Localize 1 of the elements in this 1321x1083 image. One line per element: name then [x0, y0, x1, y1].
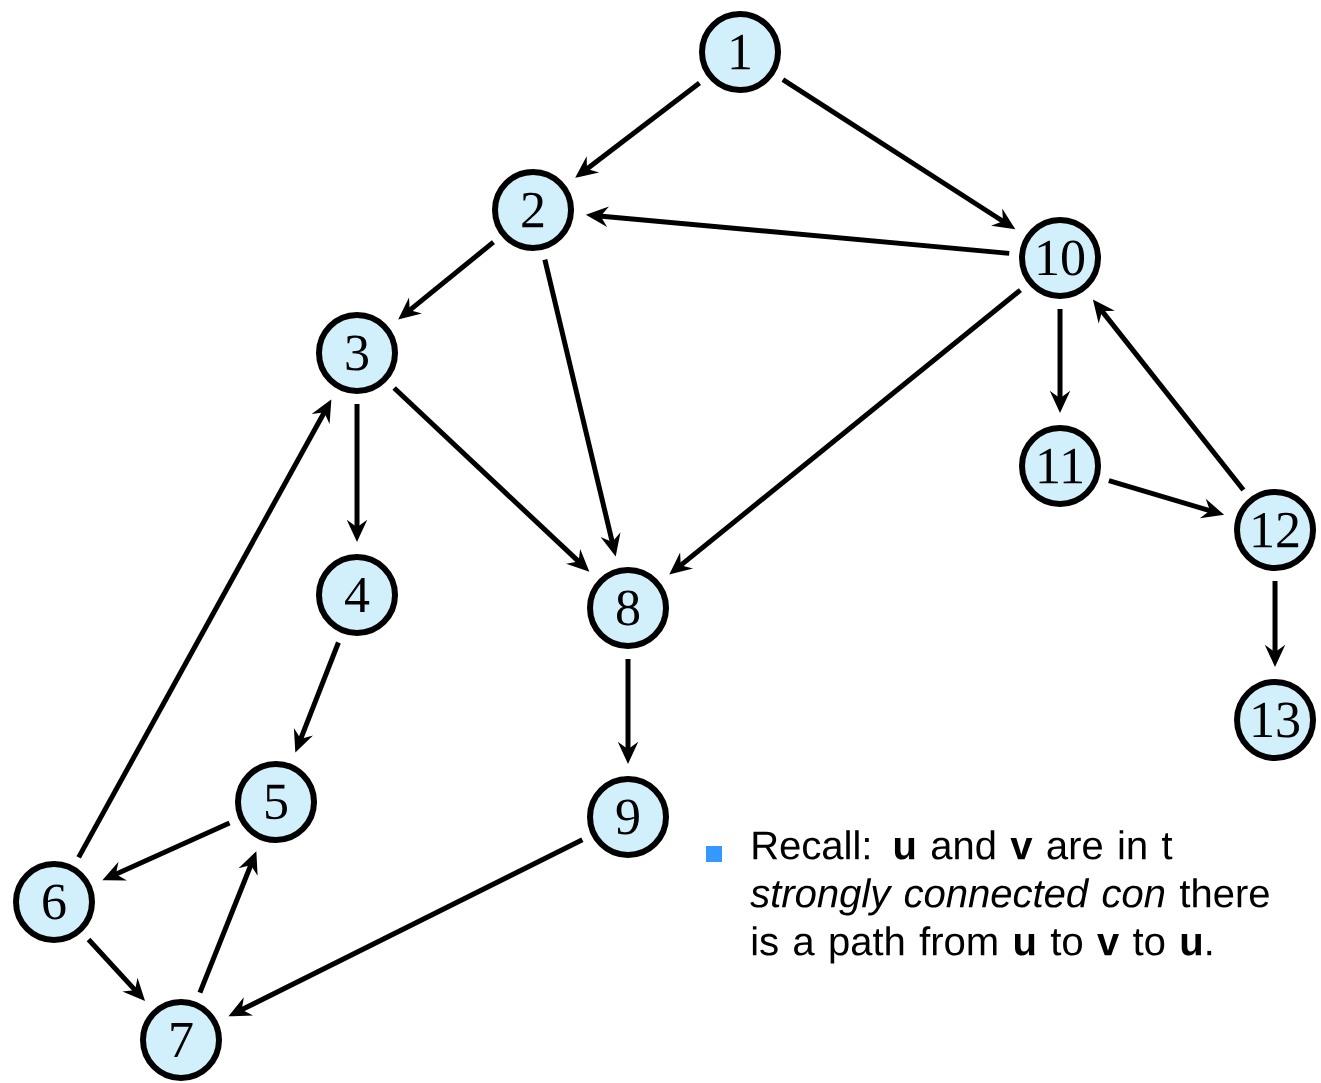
note-text: Recall: u and v are in t strongly connected con there is a path from u to v to u.	[750, 830, 1269, 964]
